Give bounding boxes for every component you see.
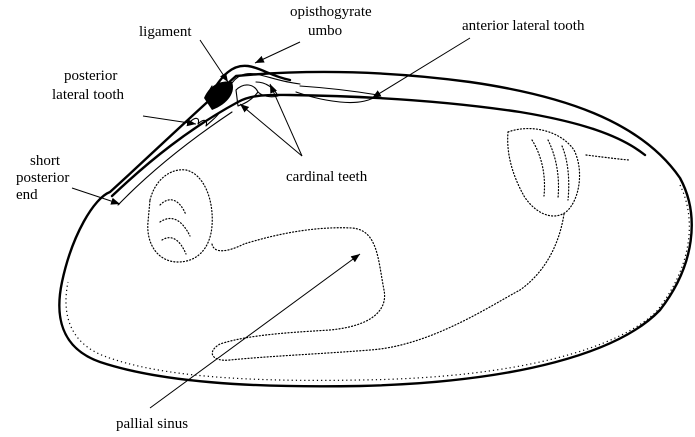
anterior-adductor-scar xyxy=(508,129,580,216)
anterior-scar-striae xyxy=(532,140,569,200)
label-anterior-lateral-tooth: anterior lateral tooth xyxy=(462,18,585,34)
posterior-adductor-scar xyxy=(148,170,212,262)
label-short-line1: short xyxy=(30,153,61,169)
label-short-line3: end xyxy=(16,187,38,203)
label-ligament: ligament xyxy=(139,24,192,40)
hinge-plate-line xyxy=(112,95,645,196)
shell-margin-ticks xyxy=(66,185,689,380)
label-cardinal-teeth: cardinal teeth xyxy=(286,169,368,185)
inner-margin-line xyxy=(118,112,232,205)
label-posterior-line1: posterior xyxy=(64,68,117,84)
ligament-leader xyxy=(200,40,228,82)
label-umbo-line1: opisthogyrate xyxy=(290,4,372,20)
shell-outline xyxy=(59,72,691,386)
label-pallial-sinus: pallial sinus xyxy=(116,416,188,432)
posterior-scar-striae xyxy=(160,200,190,254)
cardinal-tooth-1 xyxy=(236,85,258,106)
pallial-line xyxy=(212,155,630,360)
label-posterior-line2: lateral tooth xyxy=(52,87,125,103)
anterior-lateral-tooth-leader xyxy=(372,38,470,98)
label-short-line2: posterior xyxy=(16,170,69,186)
umbo-leader xyxy=(255,42,300,63)
label-umbo-line2: umbo xyxy=(308,23,342,39)
cardinal-teeth-leader-2 xyxy=(240,104,302,156)
ligament-shape xyxy=(204,82,233,110)
